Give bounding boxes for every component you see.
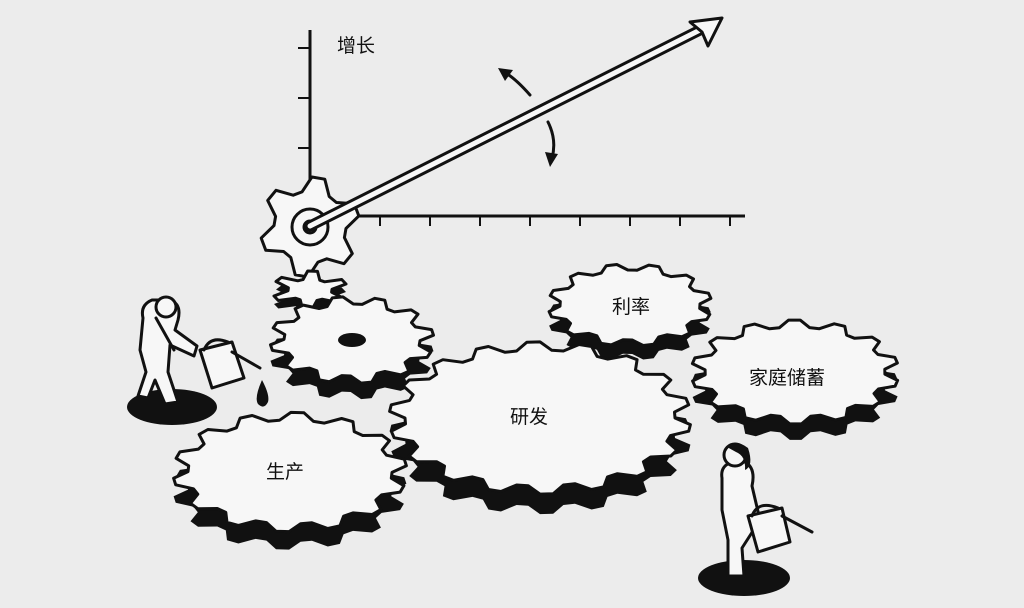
production-label: 生产	[266, 461, 304, 483]
research-gear	[388, 340, 692, 515]
star-coupler-gear-face	[272, 269, 348, 311]
research-gear-face	[388, 340, 692, 496]
rotation-arrow-icon	[498, 68, 558, 167]
oil-drop-icon	[256, 380, 269, 407]
household-savings-label: 家庭储蓄	[749, 367, 825, 389]
y-axis-ticks	[298, 47, 310, 149]
production-gear-face	[172, 410, 408, 534]
growth-arrow-icon	[304, 16, 724, 232]
oiled-gear	[269, 295, 435, 400]
oil-can-icon	[198, 338, 262, 390]
household-savings-gear	[690, 318, 900, 440]
interest-rate-label: 利率	[612, 296, 650, 318]
household-savings-gear-face	[690, 318, 900, 426]
oil-can-icon	[746, 503, 814, 554]
left-worker	[127, 295, 269, 425]
interest-rate-gear	[547, 263, 713, 360]
research-label: 研发	[510, 406, 548, 428]
right-worker-hole	[698, 560, 790, 596]
growth-label: 增长	[337, 35, 375, 57]
interest-rate-gear-face	[547, 263, 713, 347]
production-gear	[172, 410, 408, 550]
x-axis-ticks	[379, 216, 731, 226]
worker-figure-icon	[720, 442, 762, 578]
worker-figure-icon	[136, 295, 199, 406]
oiled-gear-hub	[338, 333, 366, 347]
right-worker	[698, 442, 814, 596]
